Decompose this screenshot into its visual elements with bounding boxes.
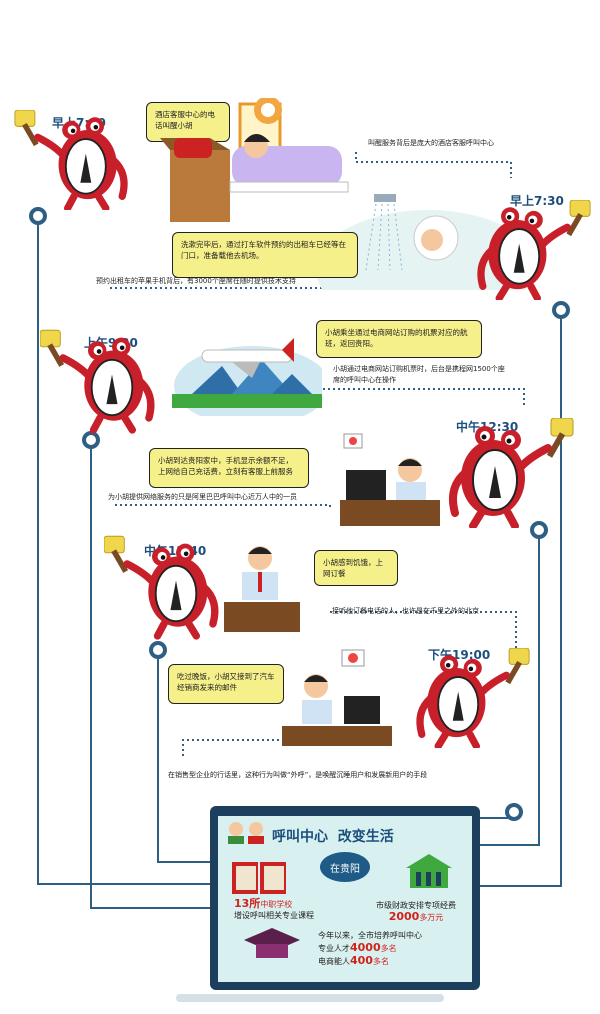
training-prefix-1: 专业人才: [318, 944, 350, 953]
note-ctrip-callcenter: 小胡通过电商网站订购机票时，后台是携程网1500个座席的呼叫中心在操作: [333, 365, 505, 384]
training-unit-2: 多名: [372, 957, 389, 966]
clock-mascot-icon: [466, 200, 596, 300]
summary-title: 呼叫中心 改变生活: [272, 829, 394, 845]
note-beijing-operator: 接听他订餐电话的人，也许是在千里之外的北京: [332, 607, 479, 615]
note-hotel-callcenter: 叫醒服务背后是庞大的酒店客服呼叫中心: [368, 139, 494, 147]
training-value-2: 400: [350, 954, 373, 967]
schools-stat: 13所中职学校 增设呼叫相关专业课程: [234, 898, 314, 921]
phone-agent-icon: [224, 546, 300, 632]
schools-label: 中职学校: [260, 900, 293, 909]
training-prefix-2: 电商能人: [318, 957, 350, 966]
time-label-0730: 早上7:30: [510, 194, 564, 208]
speech-bubble-email: 吃过晚饭，小胡又接到了汽车经销商发来的邮件: [168, 664, 284, 704]
headset-agents-icon: [228, 822, 264, 844]
note-alibaba-callcenter: 为小胡提供网络服务的只是阿里巴巴呼叫中心近万人中的一员: [108, 493, 297, 501]
agent-desk-icon: [340, 433, 440, 526]
clock-mascot-icon: [400, 648, 540, 748]
monitor-stand: [176, 994, 444, 1002]
note-iphone-support: 预约出租车的苹果手机背后，有3000个座席在随时提供技术支持: [96, 277, 296, 285]
speech-bubble-flight: 小胡乘坐通过电商网站订购的机票对应的航班，返回贵阳。: [316, 320, 482, 358]
graduation-cap-icon: [244, 928, 300, 958]
clock-mascot-icon: [438, 418, 578, 528]
government-building-icon: [406, 854, 452, 888]
airplane-scene-icon: [172, 338, 322, 416]
email-agent-icon: [282, 649, 392, 746]
speech-bubble-recharge: 小胡到达贵阳家中，手机显示余额不足，上网给自己充话费，立刻有客服上前服务: [149, 448, 309, 488]
speech-bubble-taxi: 洗漱完毕后，通过打车软件预约的出租车已经等在门口，准备载他去机场。: [172, 232, 358, 278]
book-icon: [232, 862, 286, 894]
center-badge: [320, 852, 370, 882]
center-label: 在贵阳: [330, 864, 360, 875]
training-stat: 今年以来，全市培养呼叫中心 专业人才4000多名 电商能人400多名: [318, 930, 422, 968]
bedroom-scene-icon: [160, 98, 349, 222]
speech-bubble-order-food: 小胡感到饥饿，上网订餐: [314, 550, 398, 586]
fund-stat: 市级财政安排专项经费 2000多万元: [376, 900, 456, 923]
training-value-1: 4000: [350, 941, 381, 954]
training-line1: 今年以来，全市培养呼叫中心: [318, 931, 422, 940]
fund-value: 2000: [388, 910, 420, 923]
shower-scene-icon: [316, 194, 526, 290]
speech-bubble-wakeup: 酒店客服中心的电话叫醒小胡: [146, 102, 230, 142]
clock-mascot-icon: [104, 532, 224, 642]
training-unit-1: 多名: [380, 944, 397, 953]
fund-unit: 多万元: [419, 913, 444, 922]
schools-desc: 增设呼叫相关专业课程: [234, 911, 314, 920]
fund-desc: 市级财政安排专项经费: [376, 901, 456, 910]
schools-number: 13所: [234, 897, 261, 910]
clock-mascot-icon: [40, 326, 160, 436]
clock-mascot-icon: [14, 110, 134, 210]
note-outbound-call: 在销售型企业的行话里，这种行为叫做“外呼”，是唤醒沉睡用户和发展新用户的手段: [168, 771, 428, 779]
